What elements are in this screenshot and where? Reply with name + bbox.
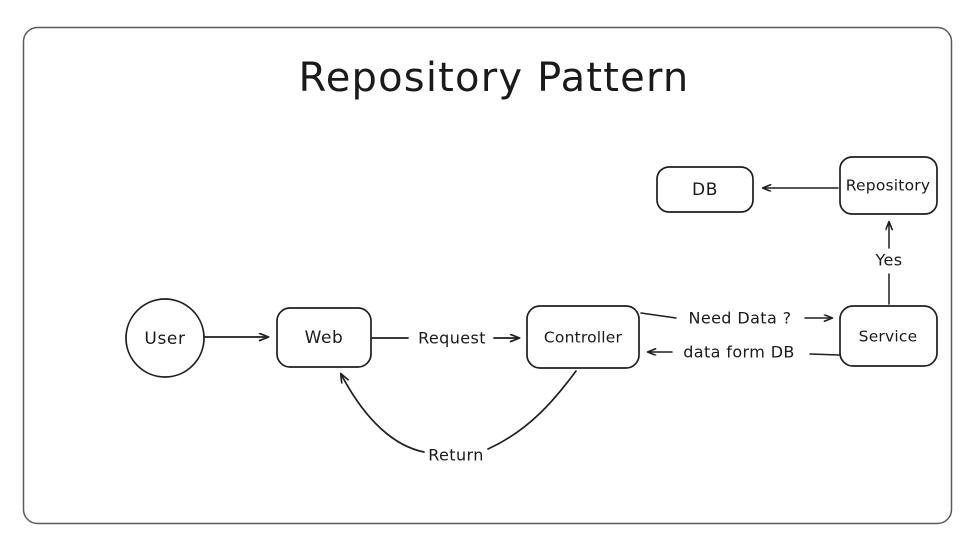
db-box bbox=[656, 166, 754, 213]
controller-box bbox=[526, 305, 640, 369]
user-circle bbox=[125, 298, 205, 378]
node-db-label: DB bbox=[692, 180, 718, 200]
node-service-label: Service bbox=[859, 328, 918, 346]
node-repository[interactable]: Repository bbox=[839, 156, 938, 215]
node-db[interactable]: DB bbox=[656, 166, 754, 213]
edge-service-controller: data form DB bbox=[648, 343, 840, 362]
edge-service-repository-label: Yes bbox=[874, 251, 902, 270]
diagram-frame bbox=[22, 26, 953, 525]
edge-controller-web-label: Return bbox=[428, 446, 484, 465]
edge-service-controller-line-right bbox=[809, 353, 840, 356]
web-box bbox=[276, 307, 372, 368]
node-user[interactable]: User bbox=[125, 298, 205, 378]
edge-service-controller-label: data form DB bbox=[683, 343, 795, 362]
node-service[interactable]: Service bbox=[839, 305, 938, 367]
node-web-label: Web bbox=[305, 328, 344, 348]
edge-controller-web-curve-right bbox=[487, 370, 577, 450]
repository-box bbox=[839, 156, 938, 215]
edge-controller-web: Return bbox=[341, 370, 577, 465]
edge-controller-web-curve-left bbox=[341, 374, 425, 453]
node-controller-label: Controller bbox=[544, 329, 623, 347]
edge-controller-service: Need Data ? bbox=[640, 309, 832, 328]
node-user-label: User bbox=[144, 329, 185, 349]
diagram-title: Repository Pattern bbox=[299, 55, 690, 101]
node-controller[interactable]: Controller bbox=[526, 305, 640, 369]
node-web[interactable]: Web bbox=[276, 307, 372, 368]
node-repository-label: Repository bbox=[846, 177, 930, 195]
edge-web-controller-label: Request bbox=[418, 329, 486, 348]
service-box bbox=[839, 305, 938, 367]
edge-service-repository: Yes bbox=[874, 222, 902, 305]
edge-controller-service-label: Need Data ? bbox=[688, 309, 791, 328]
edge-web-controller: Request bbox=[371, 329, 519, 348]
edge-controller-service-line-left bbox=[640, 312, 677, 319]
